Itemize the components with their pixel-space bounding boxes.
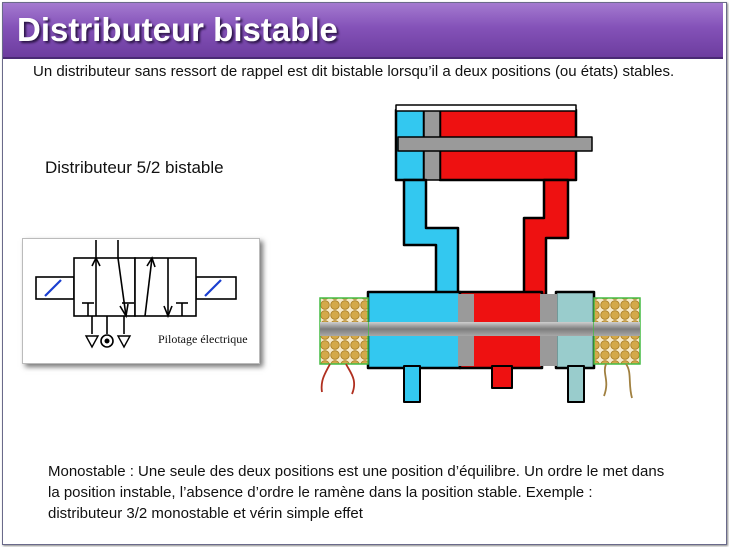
pilot-label: Pilotage électrique xyxy=(158,332,248,346)
spool-rod xyxy=(350,322,638,336)
piston-rod xyxy=(397,136,593,152)
monostable-text: Monostable : Une seule des deux position… xyxy=(48,463,665,522)
wire-right-2 xyxy=(625,363,633,399)
title-bar: Distributeur bistable xyxy=(3,3,723,59)
exhaust-triangle-icon xyxy=(116,335,132,349)
wire-left-2 xyxy=(345,363,356,395)
wire-right-1 xyxy=(603,363,608,397)
slide-title: Distributeur bistable xyxy=(17,11,338,48)
subtitle: Distributeur 5/2 bistable xyxy=(45,158,224,177)
cyan-hose xyxy=(402,178,460,297)
wire-left-1 xyxy=(320,363,331,393)
intro-text: Un distributeur sans ressort de rappel e… xyxy=(33,63,675,80)
red-hose xyxy=(522,178,570,297)
exhaust-triangle-icon xyxy=(84,335,100,349)
